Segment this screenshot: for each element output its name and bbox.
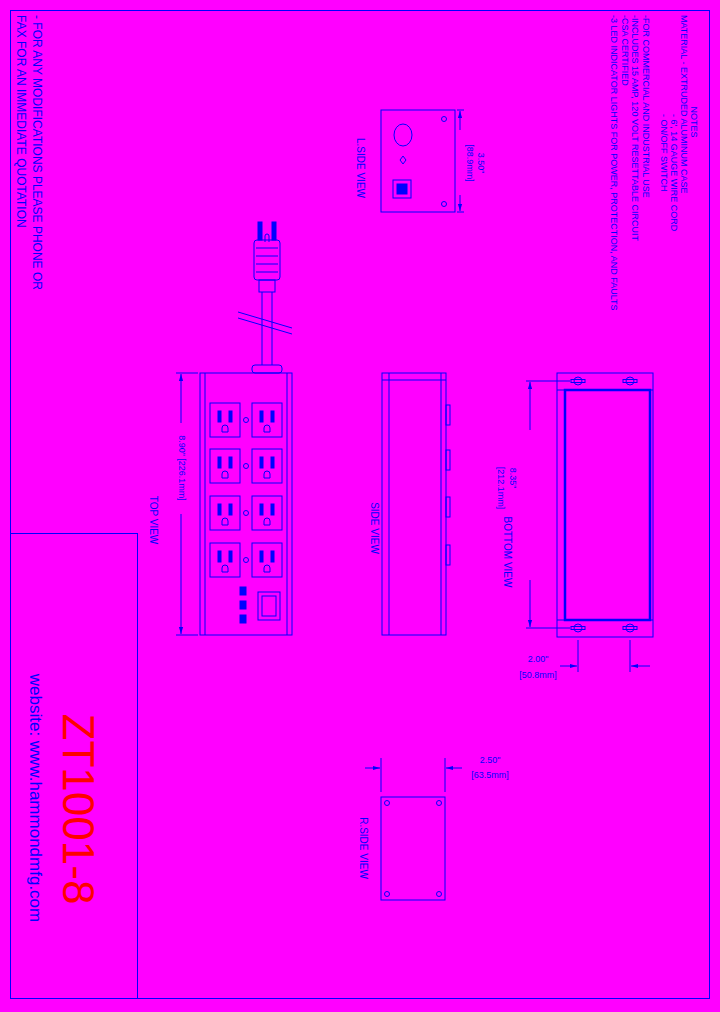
dimension-note: [212.1mm] [496,467,505,510]
dimension-lines [365,758,462,792]
dimension-note: -INCLUDES 15 AMP, 120 VOLT RESETTABLE CI… [630,15,639,241]
view-label: L.SIDE VIEW [355,138,365,198]
bottom-view [557,373,653,637]
side-view [382,373,450,635]
part-number: ZT1001-8 [56,714,100,905]
dimension-lines [457,110,464,212]
dimension-lines [526,381,650,672]
dimension-note: - ON/OFF SWITCH [659,114,668,192]
left-side-view [381,110,455,212]
dimension-note: [88.9mm] [465,144,474,182]
view-label: SIDE VIEW [369,502,379,554]
title-block: ZT1001-8 website: www.hammondmfg.com [10,533,138,998]
view-label: TOP VIEW [148,496,158,545]
dimension-note: -FOR COMMERCIAL AND INDUSTRIAL USE [641,15,650,198]
dimension-note: MATERIAL - EXTRUDED ALUMINUM CASE [679,15,688,194]
view-label: - FOR ANY MODIFICATIONS PLEASE PHONE OR [31,15,43,290]
dimension-note: 8.90" [226.1mm] [177,435,186,501]
dimension-note: NOTES [689,106,698,137]
dimension-note: [63.5mm] [471,771,509,780]
dimension-note: -3 LED INDICATOR LIGHTS FOR POWER, PROTE… [609,15,618,311]
right-side-view [381,797,445,900]
view-label: FAX FOR AN IMMEDIATE QUOTATION [15,15,27,228]
dimension-note: -CSA CERTIFIED [620,15,629,86]
dimension-note: 8.35" [508,468,517,489]
website-text: website: www.hammondmfg.com [27,674,44,922]
plug-cord [238,222,292,373]
dimension-note: [50.8mm] [519,671,557,680]
sheet-border [11,11,710,999]
dimension-note: 2.50" [480,756,501,765]
dimension-note: 2.00" [528,655,549,664]
view-label: BOTTOM VIEW [502,517,512,588]
top-view [200,373,292,635]
view-label: R.SIDE VIEW [358,817,368,879]
dimension-lines [176,373,198,635]
dimension-note: 3.50" [476,153,485,174]
dimension-note: - 6', 14 GAUGE WIRE CORD [669,114,678,231]
